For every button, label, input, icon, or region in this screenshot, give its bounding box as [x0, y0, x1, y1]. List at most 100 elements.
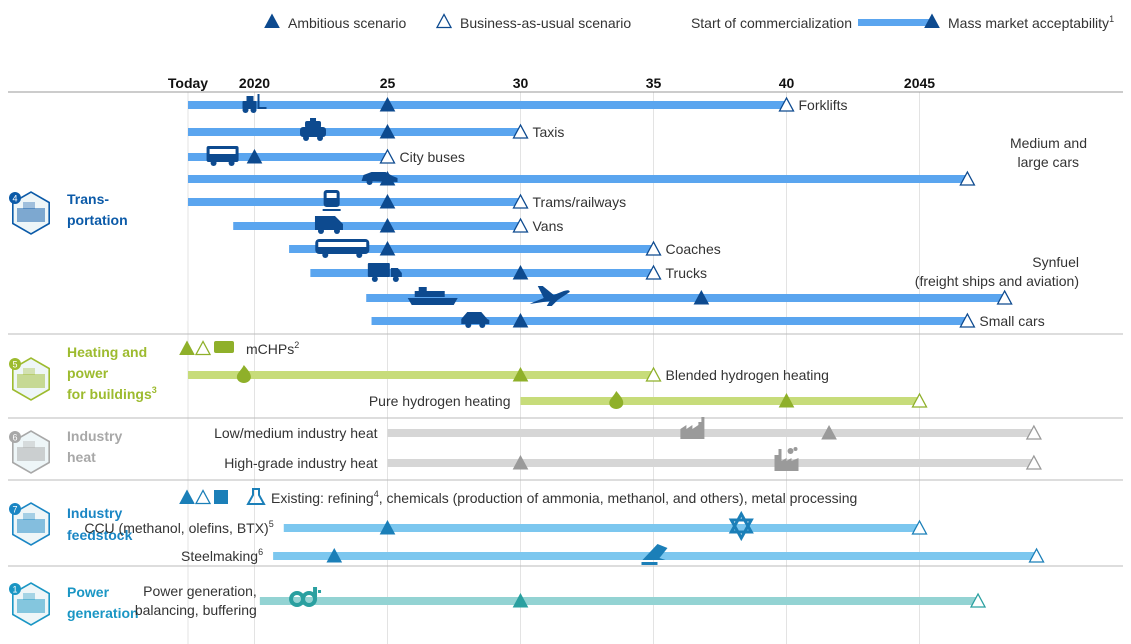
tram-icon-part [323, 190, 340, 207]
section-title-line: heat [67, 449, 96, 465]
row-label-text: CCU (methanol, olefins, BTX) [84, 520, 268, 536]
bau-marker [996, 289, 1013, 305]
tick-label: 2045 [904, 75, 935, 91]
section-title-line: Trans- [67, 191, 109, 207]
ambitious-marker [379, 123, 396, 139]
header-note: Existing: refining4, chemicals (producti… [271, 489, 857, 506]
refinery-icon [214, 490, 228, 504]
row-low-medium-industry-heat: Low/medium industry heat [214, 417, 1042, 441]
ship-icon-part [418, 287, 427, 291]
truck-icon-part [392, 276, 399, 282]
bau-marker [778, 96, 795, 112]
note-ambitious-triangle [179, 489, 195, 504]
row-label: Trucks [666, 265, 707, 281]
bau-marker [512, 217, 529, 233]
plug-icon [289, 587, 322, 607]
section-title: heat [67, 449, 96, 465]
section-title: generation [67, 605, 139, 621]
timeline-bar [283, 524, 920, 532]
row-label-sup: 6 [258, 547, 263, 557]
flask-icon [246, 488, 266, 505]
timeline-bar [366, 294, 1005, 302]
row-label: High-grade industry heat [224, 455, 377, 471]
row-steelmaking: Steelmaking6 [181, 544, 1045, 565]
forklift-icon-part [242, 101, 257, 109]
taxi-icon-part [305, 121, 322, 128]
section-title: feedstock [67, 527, 133, 543]
steel-icon [641, 544, 668, 565]
section-icon: 1 [9, 582, 50, 626]
mchp-icon [214, 341, 234, 353]
taxi-icon-part [300, 127, 327, 137]
section-icon: 4 [9, 191, 50, 235]
row-trams-railways: Trams/railways [188, 190, 626, 211]
section-icon: 5 [9, 357, 50, 401]
legend-mass-text: Mass market acceptability [948, 15, 1109, 31]
section-icon-building [17, 447, 45, 461]
header-note-sup: 2 [294, 340, 299, 350]
section-icon-building [17, 599, 45, 613]
bau-marker [959, 312, 976, 328]
row-label: Low/medium industry heat [214, 425, 378, 441]
ambitious-marker [821, 424, 837, 440]
flame-icon-part [609, 391, 624, 409]
tick-label: Today [168, 75, 208, 91]
section-title-line: portation [67, 212, 128, 228]
ambitious-marker [778, 392, 795, 408]
row-power-generation: Power generation,balancing, buffering [135, 583, 987, 618]
section-number-badge [9, 431, 21, 443]
section-icon: 7 [9, 502, 50, 546]
section-number-badge [9, 583, 21, 595]
section-title-line: generation [67, 605, 139, 621]
section-title-line: for buildings [67, 386, 152, 402]
small-car-icon-part [465, 322, 472, 328]
legend-mass-sup: 1 [1109, 14, 1114, 24]
legend-start-label: Start of commercialization [691, 15, 852, 31]
van-icon-part [314, 216, 343, 230]
row-label: Power generation, [143, 583, 257, 599]
bau-marker [1025, 454, 1042, 470]
note-bau-triangle [194, 489, 212, 505]
row-label: Medium and [1010, 135, 1087, 151]
section-icon-roof [23, 513, 35, 520]
small-car-icon [461, 312, 490, 328]
section-icon: 6 [9, 430, 50, 474]
forklift-icon-part [250, 107, 257, 113]
tram-icon [322, 190, 341, 211]
timeline-bar [289, 245, 654, 253]
bau-marker [645, 264, 662, 280]
bus-icon-part [228, 160, 235, 166]
row-coaches: Coaches [289, 239, 721, 258]
section-title-line: power [67, 365, 109, 381]
legend-bau-marker [435, 13, 453, 29]
row-label: Steelmaking6 [181, 547, 263, 564]
section-title-line: Industry [67, 505, 122, 521]
bau-marker [1025, 424, 1042, 440]
grid [8, 91, 1123, 644]
plane-icon [529, 286, 570, 306]
bau-marker [645, 240, 662, 256]
row-small-cars: Small cars [371, 312, 1045, 329]
ship-icon [407, 287, 458, 305]
row-label: Coaches [666, 241, 721, 257]
row-label: Small cars [979, 313, 1044, 329]
section-number-badge [9, 503, 21, 515]
ship-icon-part [414, 291, 445, 297]
section-title: power [67, 365, 109, 381]
row-label: Pure hydrogen heating [369, 393, 511, 409]
row-trucks: Trucks [310, 263, 707, 282]
timeline-bar [188, 175, 968, 183]
legend-ambitious-label: Ambitious scenario [288, 15, 406, 31]
ambitious-marker [246, 148, 263, 164]
legend-bau-triangle [435, 13, 453, 29]
molecule-part [728, 510, 754, 534]
section-icon-building [17, 374, 45, 388]
row-label: Forklifts [799, 97, 848, 113]
forklift-icon-part [246, 96, 254, 102]
coach-icon [315, 239, 370, 258]
timeline-bar [259, 597, 979, 605]
bau-marker [512, 193, 529, 209]
truck-icon-part [367, 263, 390, 277]
